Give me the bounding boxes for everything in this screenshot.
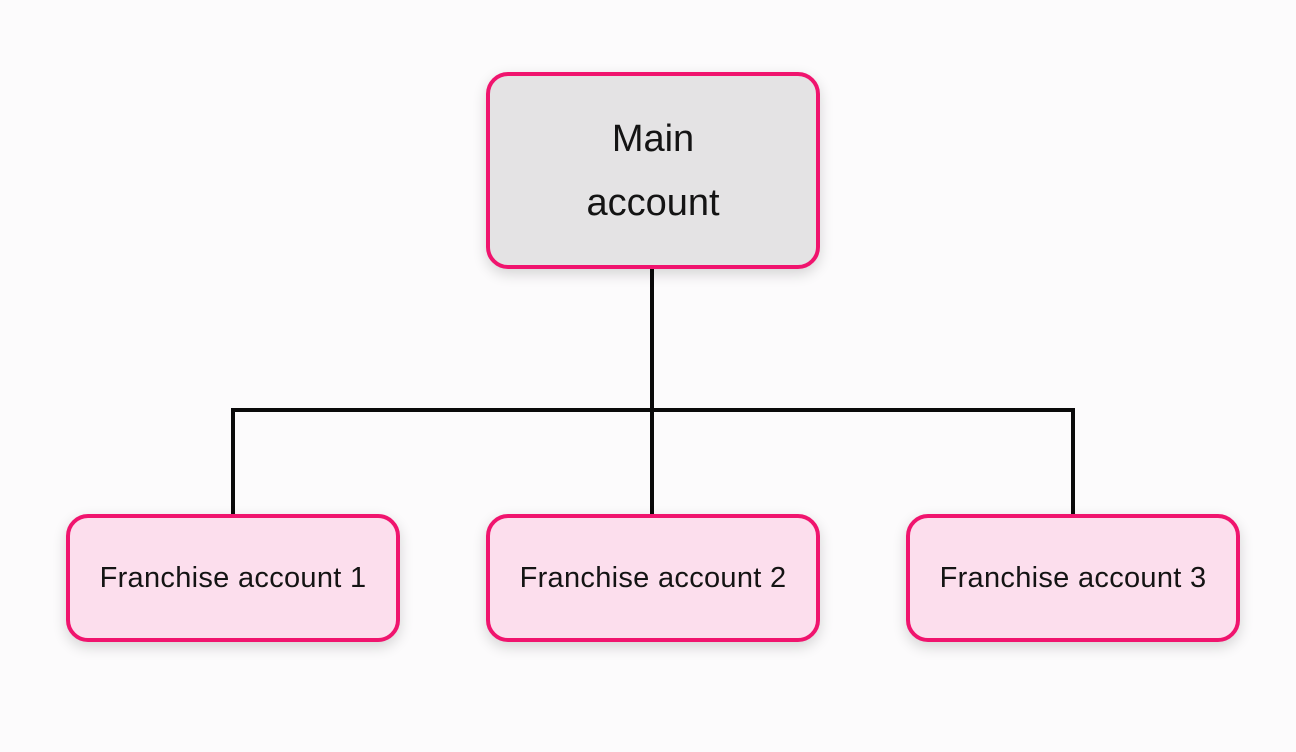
- main-account-node: Main account: [486, 72, 820, 269]
- franchise-account-3-node: Franchise account 3: [906, 514, 1240, 642]
- franchise-account-1-label: Franchise account 1: [99, 562, 367, 594]
- connector-drop-child-2: [650, 408, 654, 514]
- franchise-account-2-node: Franchise account 2: [486, 514, 820, 642]
- connector-root-stem: [650, 267, 654, 412]
- franchise-account-2-label: Franchise account 2: [519, 562, 787, 594]
- connector-drop-child-3: [1071, 408, 1075, 514]
- franchise-account-1-node: Franchise account 1: [66, 514, 400, 642]
- connector-drop-child-1: [231, 408, 235, 514]
- main-account-label: Main account: [586, 117, 720, 224]
- franchise-account-3-label: Franchise account 3: [939, 562, 1207, 594]
